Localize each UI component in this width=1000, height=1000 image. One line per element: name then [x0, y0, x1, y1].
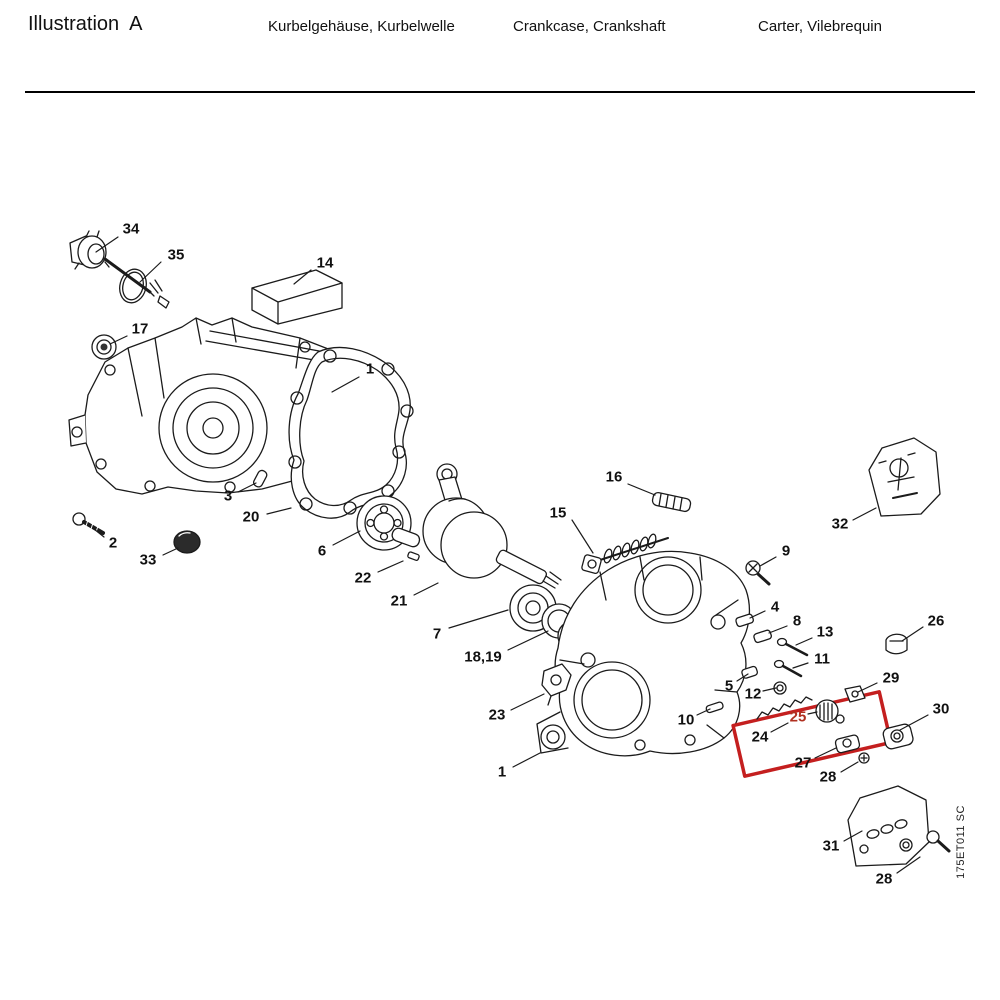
part-sleeve-4 — [735, 613, 754, 628]
part-tensioner-spring-24 — [756, 696, 813, 720]
leader-line-24-27 — [770, 722, 789, 733]
part-washer-12 — [773, 681, 787, 695]
part-adjuster-29 — [844, 685, 866, 703]
leader-line-11-20 — [792, 662, 809, 669]
leader-line-5-21 — [736, 673, 749, 682]
part-oil-pump-34 — [69, 230, 170, 309]
part-inner-plate-32 — [868, 437, 941, 517]
part-plate-27 — [834, 734, 861, 754]
leader-line-2-7 — [93, 528, 105, 538]
part-clip-26 — [885, 633, 908, 655]
part-crankcase-left — [68, 317, 343, 495]
leader-line-8-18 — [768, 625, 788, 634]
leader-line-30-28 — [899, 714, 929, 731]
caption-german: Kurbelgehäuse, Kurbelwelle — [268, 18, 455, 35]
leader-line-7-12 — [448, 609, 509, 629]
leader-line-34-0 — [95, 236, 119, 253]
leader-line-29-23 — [857, 682, 878, 693]
part-crankshaft-21 — [391, 463, 562, 589]
leader-line-10-24 — [696, 708, 711, 716]
leader-line-21-11 — [413, 582, 439, 596]
leader-line-27-29 — [814, 747, 837, 759]
leader-line-1-4 — [331, 376, 360, 393]
part-worm-gear-25 — [815, 699, 845, 724]
leader-line-32-33 — [852, 507, 877, 521]
leader-line-6-9 — [332, 530, 361, 546]
caption-english: Crankcase, Crankshaft — [513, 18, 666, 35]
part-cover-30 — [882, 723, 914, 750]
part-screw-11 — [773, 659, 803, 678]
leader-line-4-17 — [749, 610, 766, 619]
part-gasket-20 — [288, 346, 414, 519]
leader-line-13-19 — [795, 637, 813, 646]
part-screw-28a — [858, 752, 870, 764]
highlight-box — [731, 690, 893, 778]
part-o-ring-35 — [119, 268, 147, 304]
page-title: Illustration A — [28, 13, 143, 35]
leader-line-33-8 — [162, 547, 179, 556]
leader-line-9-16 — [759, 556, 777, 567]
part-screw-9 — [745, 560, 771, 586]
header-divider — [25, 91, 975, 93]
leader-line-18-19-13 — [507, 630, 549, 651]
part-crankcase-right — [536, 550, 751, 757]
part-screw-13 — [776, 637, 809, 657]
drawing-code: 175ET011 SC — [955, 805, 967, 879]
leader-line-28-35 — [896, 856, 921, 874]
part-cover-14 — [251, 269, 343, 325]
part-seal-17 — [91, 334, 117, 360]
part-sleeve-8 — [753, 629, 772, 644]
part-plug-16 — [651, 491, 692, 513]
part-tensioner-screw-15 — [581, 533, 669, 575]
leader-line-23-32 — [510, 693, 545, 711]
leader-line-20-6 — [266, 507, 292, 515]
leader-line-31-34 — [843, 830, 863, 842]
leader-line-28-30 — [840, 761, 859, 773]
leader-line-16-14 — [627, 483, 656, 496]
leader-line-17-3 — [109, 335, 128, 345]
part-pin-3 — [253, 469, 268, 488]
part-chain-catcher-23 — [541, 663, 572, 706]
leader-line-25-26 — [807, 711, 818, 715]
caption-french: Carter, Vilebrequin — [758, 18, 882, 35]
leader-line-22-10 — [377, 560, 404, 573]
part-screw-28b — [926, 830, 951, 853]
part-screw-2 — [72, 512, 105, 535]
part-plug-33 — [173, 530, 201, 554]
leader-lines — [93, 236, 929, 874]
part-key-22 — [407, 551, 420, 561]
leader-line-15-15 — [571, 519, 594, 554]
leader-line-35-1 — [139, 261, 162, 283]
leader-line-1-31 — [512, 752, 541, 768]
leader-line-12-22 — [762, 687, 777, 692]
leader-line-3-5 — [237, 482, 257, 493]
leader-line-14-2 — [293, 269, 312, 285]
part-side-plate-31 — [847, 785, 930, 867]
leader-line-26-25 — [901, 626, 924, 642]
